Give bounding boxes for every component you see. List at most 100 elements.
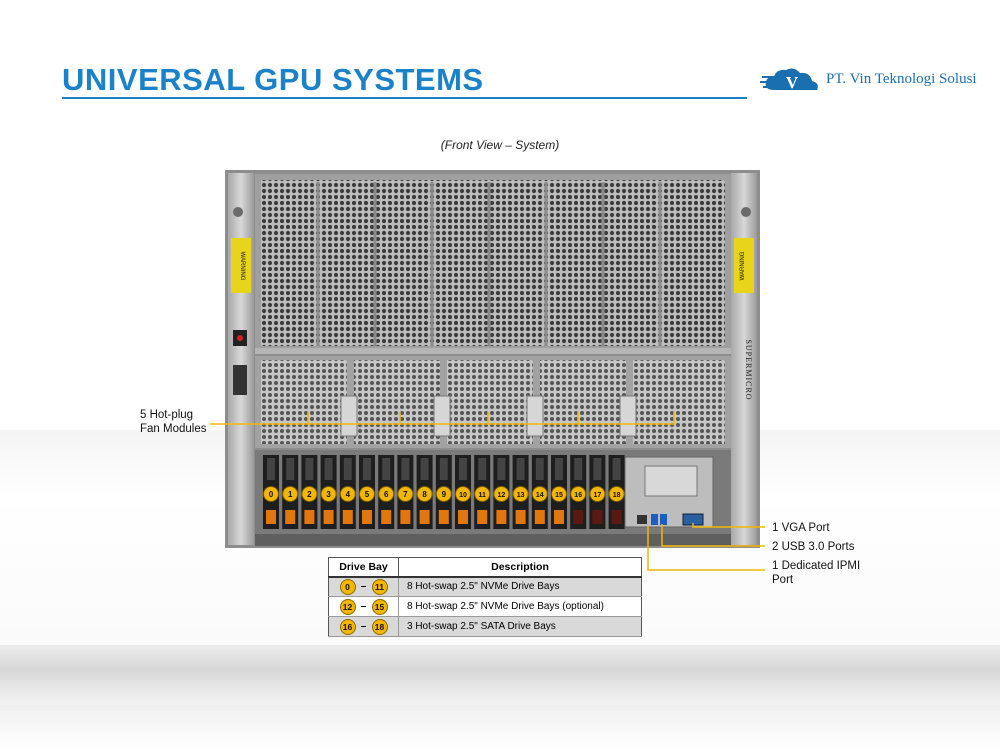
drive-tray[interactable]: 12 [493,455,510,529]
drive-bay-number-badge [512,486,529,502]
fan-module[interactable] [447,360,533,444]
drive-bay-number-badge [435,486,452,502]
warning-label-right [734,238,754,293]
drive-tray-latch [612,458,621,480]
drive-bay-number-badge [301,486,318,502]
drive-tray-latch [401,458,410,480]
drive-tray-latch [305,458,314,480]
m2-bay [644,465,698,497]
drive-tray[interactable]: 16 [570,455,587,529]
drive-bay-number-badge [589,486,606,502]
fan-module[interactable] [261,360,347,444]
drive-tray[interactable]: 13 [512,455,529,529]
drive-tray[interactable]: 15 [551,455,567,529]
callout-ipmi-port: 1 Dedicated IPMI Port [772,559,860,587]
bay-range: 0–11 [328,576,399,597]
fan-module[interactable] [633,360,725,444]
bay-range: 16–18 [328,616,399,637]
fan-module[interactable] [354,360,440,444]
drive-bay-number: 0 [269,490,274,499]
drive-bay-number: 2 [307,490,312,499]
drive-tray-latch [420,458,429,480]
drive-tray[interactable]: 1 [282,455,299,529]
drive-tray[interactable]: 7 [397,455,414,529]
warning-text-left: WARNING [239,252,245,281]
background-bottom [0,705,1000,750]
drive-tray-release-tab [515,510,526,524]
ipmi-port[interactable] [637,515,647,524]
range-dash: – [360,601,367,612]
drive-bay-number: 5 [365,490,370,499]
drive-tray-release-tab [342,510,353,524]
drive-bay-number-badge [455,486,471,502]
bay-badge: 18 [371,618,388,635]
bay-badge: 0 [339,578,356,595]
drive-bay-number: 7 [403,490,408,499]
bay-description: 8 Hot-swap 2.5" NVMe Drive Bays [398,576,642,597]
drive-tray[interactable]: 6 [378,455,395,529]
warning-text-right: WARNING [740,251,746,280]
drive-bay-number: 3 [326,490,331,499]
table-row: 16–18 3 Hot-swap 2.5" SATA Drive Bays [328,616,642,637]
drive-bay-number-badge [608,486,625,502]
table-header-row: Drive Bay Description [328,557,642,578]
drive-tray[interactable]: 8 [416,455,433,529]
usb-port[interactable] [651,514,658,525]
drive-tray-latch [574,458,583,480]
fan-module[interactable] [540,360,626,444]
drive-tray-release-tab [477,510,488,524]
drive-tray[interactable]: 5 [359,455,375,529]
range-dash: – [360,621,367,632]
gpu-bay-grille [261,180,725,346]
callout-fan-line1: 5 Hot-plug [140,409,194,421]
drive-bay-number: 10 [459,492,467,499]
drive-tray[interactable]: 2 [301,455,318,529]
drive-tray[interactable]: 9 [435,455,452,529]
drive-tray-release-tab [323,510,334,524]
fan-modules [261,360,725,444]
drive-tray[interactable]: 3 [320,455,337,529]
drive-tray-release-tab [400,510,411,524]
background-shadow-band [0,645,1000,705]
drive-bay-number: 18 [613,492,621,499]
drive-bay-number-badge [474,486,491,502]
drive-tray[interactable]: 11 [474,455,491,529]
drive-bay-number: 4 [346,490,351,499]
callout-usb-ports: 2 USB 3.0 Ports [772,541,855,553]
chassis-bottom [255,534,731,546]
drive-bay-number: 8 [422,490,427,499]
table-row: 12–15 8 Hot-swap 2.5" NVMe Drive Bays (o… [328,596,642,617]
callout-fan-modules: 5 Hot-plug Fan Modules [140,408,206,436]
drive-tray[interactable]: 10 [455,455,471,529]
drive-bay-number-badge [378,486,395,502]
drive-tray-release-tab [573,510,584,524]
bay-badge: 11 [371,578,388,595]
drive-tray[interactable]: 17 [589,455,606,529]
drive-tray-latch [439,458,448,480]
drive-tray[interactable]: 14 [531,455,548,529]
callout-fan-line2: Fan Modules [140,423,207,435]
drive-tray-release-tab [362,510,372,524]
drive-tray-latch [459,458,467,480]
drive-tray[interactable]: 18 [608,455,625,529]
page-title: UNIVERSAL GPU SYSTEMS [62,62,484,97]
drive-tray[interactable]: 4 [339,455,356,529]
bay-badge: 16 [339,618,356,635]
drive-bay-number: 13 [517,492,525,499]
drive-bay-number-badge [416,486,433,502]
drive-tray-release-tab [592,510,603,524]
usb-port[interactable] [660,514,667,525]
drive-bay-number: 17 [594,492,602,499]
drive-bay-number: 16 [574,492,582,499]
bay-badge: 12 [339,598,356,615]
drive-tray-release-tab [266,510,276,524]
drive-bay-number: 6 [384,490,389,499]
company-name: PT. Vin Teknologi Solusi [826,71,977,87]
power-led-icon [237,335,243,341]
range-dash: – [360,581,367,593]
drive-tray-latch [497,458,506,480]
drive-bay-table: Drive Bay Description 0–11 8 Hot-swap 2.… [328,557,642,637]
drive-tray[interactable]: 0 [263,455,279,529]
